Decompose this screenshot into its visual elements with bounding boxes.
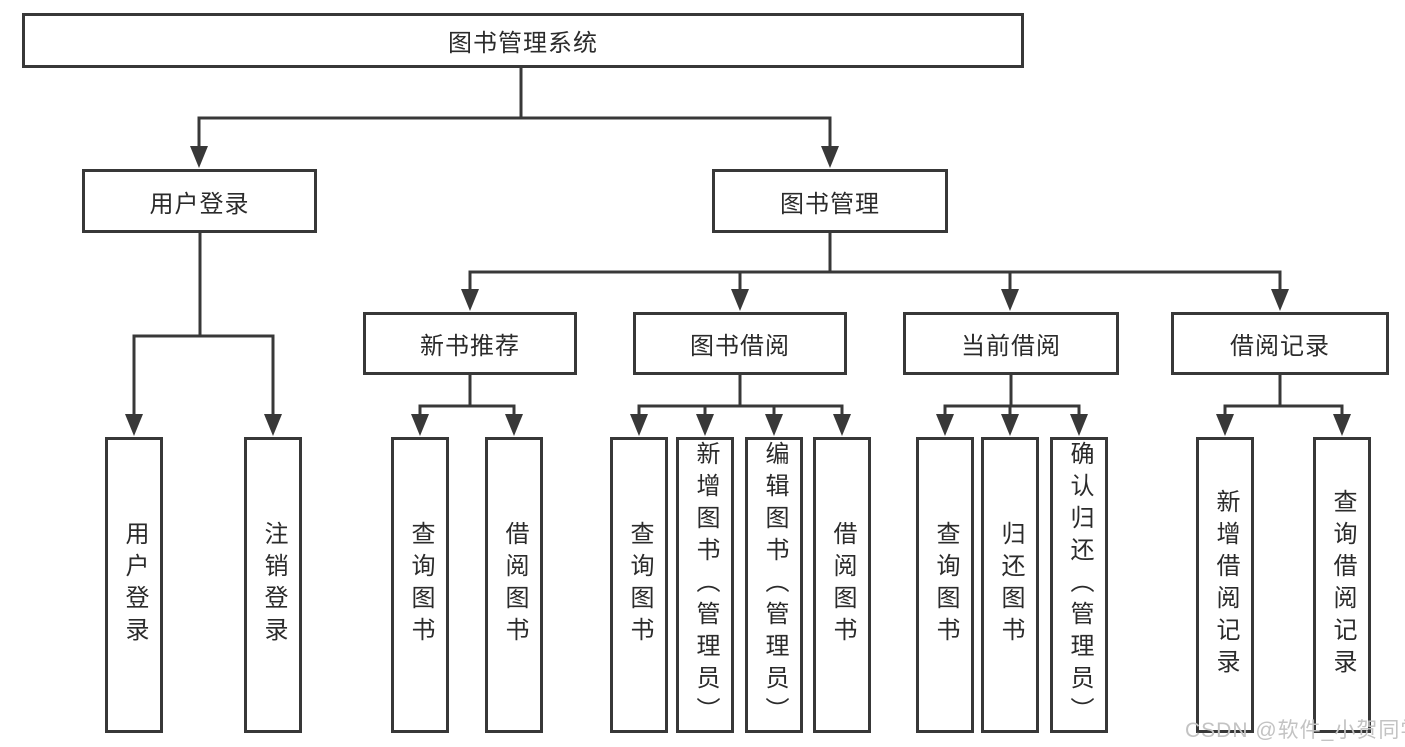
node-root: 图书管理系统 [22, 13, 1024, 68]
csdn-watermark: CSDN @软件_小贺同学 [1185, 719, 1405, 742]
node-book-management: 图书管理 [712, 169, 948, 233]
connector-current-borrow-group [936, 373, 1088, 436]
leaf-user-login: 用户登录 [105, 437, 163, 733]
node-user-login-group: 用户登录 [82, 169, 317, 233]
leaf-borrow-books-2: 借阅图书 [813, 437, 871, 733]
leaf-query-books-1: 查询图书 [391, 437, 449, 733]
leaf-add-borrow-record: 新增借阅记录 [1196, 437, 1254, 733]
node-borrow-records: 借阅记录 [1171, 312, 1389, 375]
node-current-borrow: 当前借阅 [903, 312, 1119, 375]
connector-book-borrow-group [630, 373, 851, 436]
connector-new-book-group [411, 373, 523, 436]
leaf-query-books-2: 查询图书 [610, 437, 668, 733]
leaf-query-books-3: 查询图书 [916, 437, 974, 733]
leaf-logout: 注销登录 [244, 437, 302, 733]
leaf-add-book-admin: 新增图书（管理员） [676, 437, 734, 733]
node-new-book-recommend: 新书推荐 [363, 312, 577, 375]
connector-borrow-records-group [1216, 373, 1351, 436]
leaf-edit-book-admin: 编辑图书（管理员） [745, 437, 803, 733]
leaf-return-book: 归还图书 [981, 437, 1039, 733]
connector-login-group [125, 230, 282, 436]
connector-management [461, 230, 1289, 311]
leaf-confirm-return-admin: 确认归还（管理员） [1050, 437, 1108, 733]
connector-root [190, 66, 839, 168]
node-book-borrow: 图书借阅 [633, 312, 847, 375]
leaf-query-borrow-record: 查询借阅记录 [1313, 437, 1371, 733]
leaf-borrow-books-1: 借阅图书 [485, 437, 543, 733]
